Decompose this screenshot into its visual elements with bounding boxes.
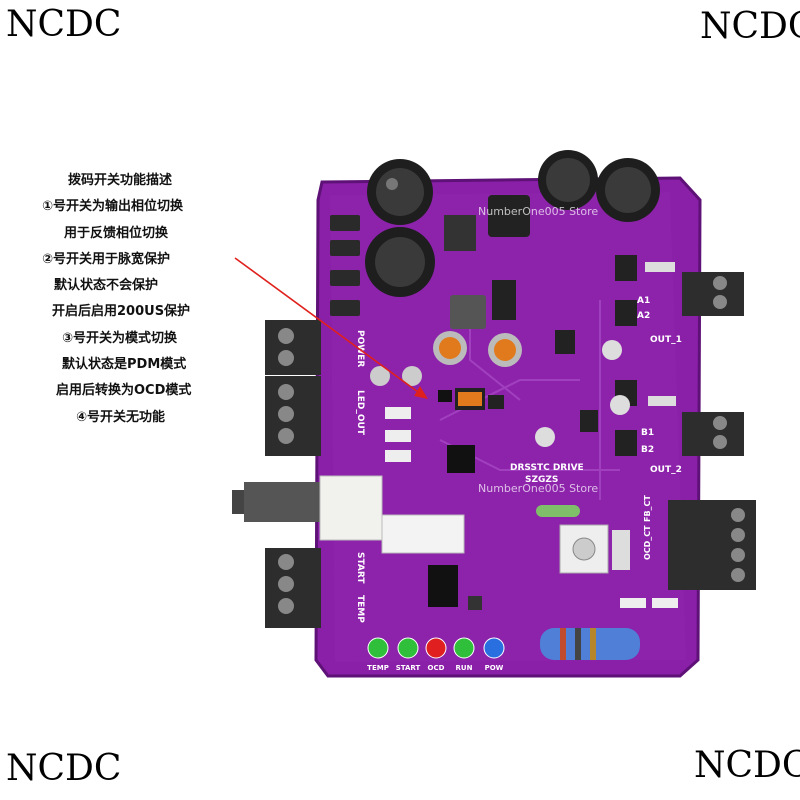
watermark-bottom-right: NCDC [694, 745, 800, 786]
description-line: ①号开关为输出相位切换 [42, 199, 184, 215]
led-label-temp: TEMP [367, 664, 389, 672]
label-ocd-ct: OCD_CT [643, 525, 652, 560]
capacitor [367, 159, 433, 225]
description-line: ③号开关为模式切换 [62, 330, 178, 346]
led-temp [367, 637, 389, 659]
label-out1: OUT_1 [650, 335, 682, 345]
label-led-out: LED_OUT [355, 390, 365, 436]
led-ocd [425, 637, 447, 659]
watermark-top-right: NCDC [700, 6, 800, 47]
description-line: 默认状态不会保护 [54, 278, 159, 294]
description-line: 用于反馈相位切换 [64, 225, 169, 241]
board-title-line2: SZGZS [525, 475, 558, 485]
terminal-block [265, 320, 321, 375]
led-label-ocd: OCD [428, 664, 445, 672]
description-line: 启用后转换为OCD模式 [56, 383, 192, 399]
label-b1: B1 [641, 428, 654, 438]
led-label-run: RUN [456, 664, 473, 672]
label-start: START [355, 552, 365, 584]
label-out2: OUT_2 [650, 465, 682, 475]
led-pow [483, 637, 505, 659]
description-line: ④号开关无功能 [76, 409, 166, 425]
description-title: 拨码开关功能描述 [68, 173, 173, 188]
label-a1: A1 [637, 296, 650, 306]
label-b2: B2 [641, 445, 654, 455]
description-line: 默认状态是PDM模式 [62, 357, 187, 373]
store-watermark-top: NumberOne005 Store [478, 205, 598, 218]
description-line: 开启后启用200US保护 [52, 304, 191, 320]
description-line: ②号开关用于脉宽保护 [42, 251, 171, 267]
watermark-bottom-left: NCDC [6, 748, 122, 789]
led-run [453, 637, 475, 659]
label-temp: TEMP [355, 595, 365, 623]
label-a2: A2 [637, 311, 650, 321]
board-title-line1: DRSSTC DRIVE [510, 463, 584, 473]
dip-switch-description: 拨码开关功能描述 ①号开关为输出相位切换 用于反馈相位切换 ②号开关用于脉宽保护… [42, 168, 242, 431]
pointer-arrow [234, 257, 419, 393]
led-label-pow: POW [485, 664, 504, 672]
watermark-top-left: NCDC [6, 4, 122, 45]
store-watermark: NumberOne005 Store [478, 482, 598, 495]
led-start [397, 637, 419, 659]
label-fb-ct: FB_CT [643, 495, 652, 522]
led-label-start: START [396, 664, 421, 672]
